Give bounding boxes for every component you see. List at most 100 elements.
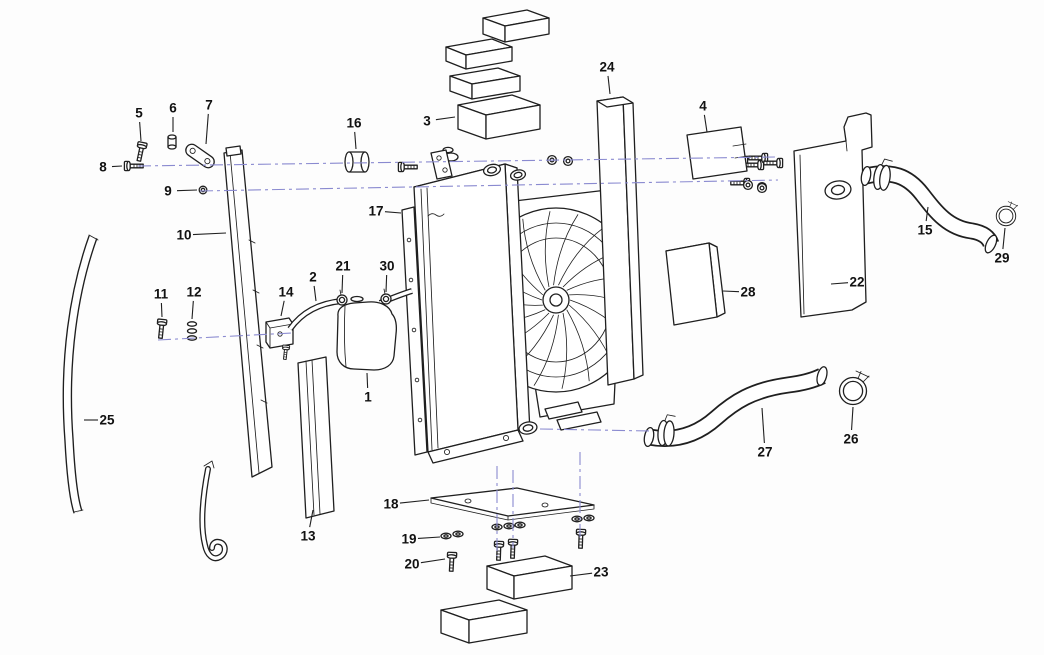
foam-pad-side — [665, 242, 726, 326]
leader-line — [399, 499, 430, 504]
fan-guard-wire — [544, 211, 551, 288]
bottom-flange — [427, 429, 524, 464]
leader-line — [384, 211, 402, 214]
part-number: 19 — [401, 532, 416, 547]
foam-pads-top — [445, 9, 550, 140]
part-number: 18 — [383, 497, 399, 512]
leader-line — [703, 114, 708, 133]
part-label-22: 22 — [830, 275, 865, 290]
mounting-plate — [686, 126, 784, 194]
centerlines — [137, 156, 779, 556]
leader-line — [851, 406, 854, 431]
side-seal-strip — [62, 234, 99, 514]
reservoir-bracket — [265, 317, 294, 361]
part-label-19: 19 — [401, 532, 441, 547]
part-label-4: 4 — [699, 99, 708, 133]
part-label-20: 20 — [404, 557, 446, 572]
part-label-29: 29 — [994, 227, 1010, 266]
leader-line — [569, 572, 593, 577]
part-number: 3 — [423, 114, 431, 129]
leader-line — [280, 300, 285, 317]
leader-line — [366, 372, 369, 389]
hook-bracket — [199, 460, 228, 562]
part-number: 26 — [843, 432, 859, 447]
leader-line — [417, 536, 441, 539]
part-number: 25 — [99, 413, 115, 428]
fan-guard-wire — [533, 314, 559, 386]
part-number: 22 — [849, 275, 864, 290]
fan-guard-wire — [561, 312, 568, 389]
part-number: 17 — [368, 204, 383, 219]
part-number: 9 — [164, 184, 172, 199]
part-label-28: 28 — [722, 285, 756, 300]
upper-hose-stub-2 — [509, 169, 527, 181]
upper-radiator-hose — [860, 157, 1000, 254]
part-number: 28 — [740, 285, 756, 300]
part-number: 24 — [599, 60, 615, 75]
part-number: 11 — [154, 287, 169, 302]
part-label-8: 8 — [99, 160, 123, 175]
leader-line — [420, 558, 446, 564]
part-number: 21 — [335, 259, 351, 274]
part-number: 7 — [205, 98, 213, 113]
clamp-30 — [380, 288, 392, 305]
part-number: 23 — [593, 565, 609, 580]
leader-line — [385, 274, 388, 293]
part-label-25: 25 — [84, 413, 115, 428]
side-bracket — [793, 112, 873, 318]
part-label-3: 3 — [423, 114, 456, 129]
part-number: 14 — [278, 285, 294, 300]
foam-pads-bottom — [440, 555, 573, 644]
reservoir-hose — [287, 288, 413, 331]
part-number: 6 — [169, 101, 177, 116]
part-number: 27 — [757, 445, 772, 460]
part-number: 2 — [309, 270, 317, 285]
part-label-18: 18 — [383, 497, 430, 512]
part-number: 10 — [176, 228, 191, 243]
part-label-21: 21 — [335, 259, 351, 294]
part-label-1: 1 — [364, 372, 372, 405]
part-number: 20 — [404, 557, 419, 572]
part-label-13: 13 — [300, 509, 316, 544]
channel-bracket — [297, 356, 335, 519]
leader-line — [139, 121, 142, 142]
leader-line — [341, 274, 344, 294]
reservoir-tank — [336, 295, 398, 371]
leader-line — [354, 131, 357, 150]
part-label-12: 12 — [186, 285, 202, 320]
part-number: 13 — [300, 529, 316, 544]
part-label-16: 16 — [346, 116, 362, 150]
part-label-23: 23 — [569, 565, 609, 580]
support-bar — [596, 96, 644, 386]
part-label-14: 14 — [278, 285, 294, 317]
part-number: 4 — [699, 99, 707, 114]
leader-line — [607, 75, 611, 95]
leader-line — [191, 300, 194, 320]
part-label-30: 30 — [379, 259, 395, 293]
leader-line — [309, 509, 314, 528]
clamp-21 — [336, 289, 348, 306]
part-label-2: 2 — [309, 270, 317, 302]
leader-line — [176, 189, 198, 192]
part-label-9: 9 — [164, 184, 198, 199]
part-number: 8 — [99, 160, 107, 175]
part-label-26: 26 — [843, 406, 859, 447]
part-number: 15 — [917, 223, 933, 238]
leader-line — [205, 113, 209, 145]
leader-line — [830, 282, 849, 285]
fan-guard-wire — [553, 214, 579, 286]
leader-line — [1002, 227, 1006, 250]
part-number: 30 — [379, 259, 394, 274]
part-label-11: 11 — [154, 287, 169, 318]
part-number: 16 — [346, 116, 362, 131]
leader-line — [761, 407, 765, 444]
part-label-17: 17 — [368, 204, 402, 219]
part-label-7: 7 — [205, 98, 213, 145]
part-number: 5 — [135, 106, 143, 121]
leader-line — [435, 116, 456, 121]
lower-radiator-hose — [643, 366, 828, 448]
part-label-6: 6 — [169, 101, 177, 132]
part-label-27: 27 — [757, 407, 773, 460]
